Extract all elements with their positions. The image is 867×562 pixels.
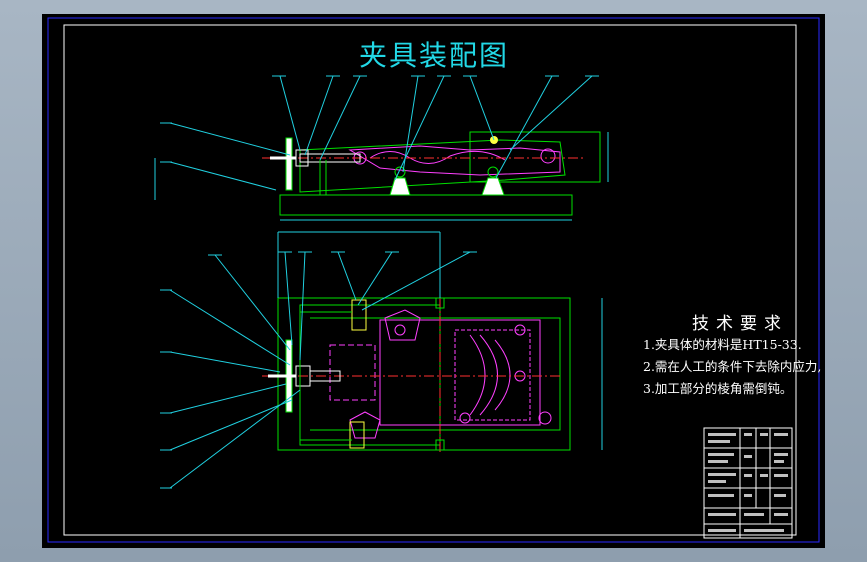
pin-e (538, 411, 552, 425)
pin-d (459, 412, 471, 424)
drawing-title: 夹具装配图 (359, 39, 510, 72)
plan-base (277, 297, 571, 451)
workpiece-plan-arch (469, 334, 511, 416)
tech-requirement-3: 3.加工部分的棱角需倒钝。 (643, 381, 793, 396)
notch-bottom (435, 439, 445, 451)
support-2-pin (487, 166, 499, 178)
tech-requirement-2: 2.需在人工的条件下去除内应力, (643, 359, 822, 374)
tech-requirement-1: 1.夹具体的材料是HT15-33. (643, 337, 802, 352)
side-view (154, 131, 609, 221)
support-1-pin (394, 166, 406, 178)
plan-bracket (299, 304, 441, 446)
right-circle (540, 148, 556, 164)
sheet-inner-border (63, 24, 797, 536)
plan-view (262, 231, 603, 452)
title-block (703, 427, 793, 539)
body-outline (299, 139, 566, 193)
workpiece-side (348, 145, 561, 176)
workpiece-plan (379, 319, 541, 426)
clamp-bottom (349, 411, 381, 439)
plan-leaders (160, 251, 477, 489)
plan-inner (310, 317, 561, 431)
handwheel-side (285, 137, 293, 191)
side-leaders (160, 75, 599, 191)
workpiece-boss (454, 329, 531, 421)
clamp-block-2 (349, 421, 365, 449)
workpiece-side-curve (369, 150, 506, 164)
support-1 (389, 177, 411, 196)
screw-plan (309, 370, 341, 382)
base-plate (279, 194, 573, 216)
slot-left (329, 344, 376, 401)
pin-b (514, 324, 526, 336)
clamp-block-1 (351, 299, 367, 331)
drawing-sheet (42, 14, 825, 548)
support-2 (481, 177, 505, 196)
tech-requirements-heading: 技术要求 (692, 314, 788, 334)
clamp-top (384, 309, 421, 341)
sheet-outer-frame (47, 17, 820, 543)
pin-a (394, 324, 406, 336)
screw-side (299, 153, 361, 163)
